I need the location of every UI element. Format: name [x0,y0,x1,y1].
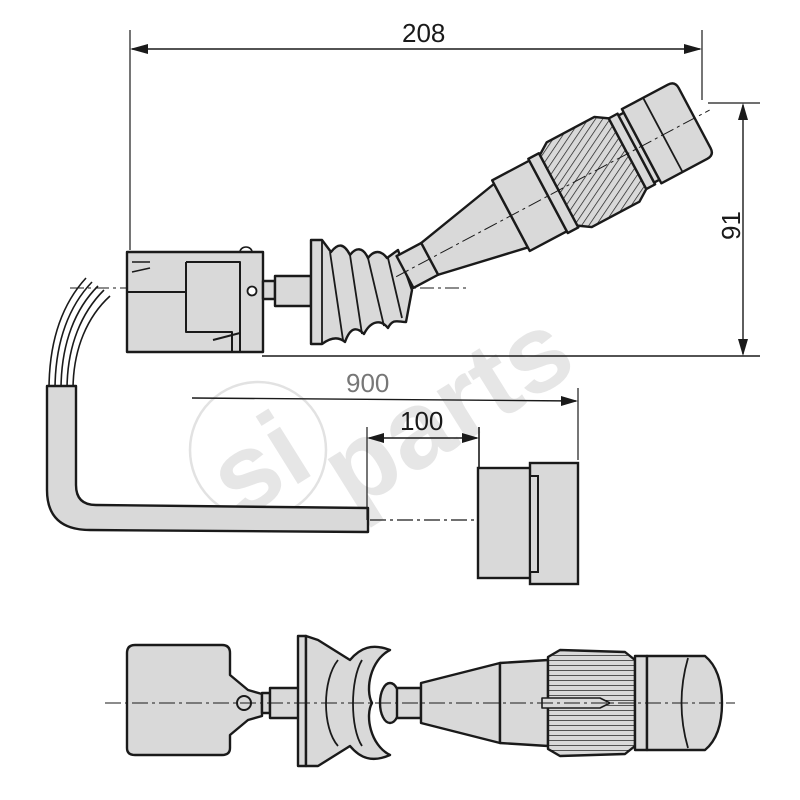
connector-plug [476,461,580,586]
dimension-900: 900 [191,368,579,460]
dimension-100: 100 [366,406,480,520]
cable [45,277,370,534]
arrow-right-icon [462,433,479,443]
arrow-left-icon [367,433,384,443]
dimension-91: 91 [262,102,760,357]
arrow-left-icon [130,44,148,54]
dimension-208: 208 [129,18,703,250]
dim-100-label: 100 [400,406,443,436]
arrow-up-icon [738,103,748,120]
switch-housing [125,246,265,354]
shaft [273,274,313,308]
dim-91-label: 91 [716,211,746,240]
shaft-neck [261,279,277,301]
switch-lever [395,82,714,290]
arrow-down-icon [738,339,748,356]
lever-tip [620,82,714,185]
cable-wires [48,277,111,391]
arrow-right-icon [684,44,702,54]
top-boot [304,634,392,768]
rubber-boot [309,238,414,346]
dim-208-label: 208 [402,18,445,48]
cable-sheath [45,384,370,534]
top-view [105,634,735,768]
arrow-right-icon [561,396,578,406]
dim-900-label: 900 [346,368,389,398]
top-housing [125,643,264,757]
side-view [70,82,714,354]
